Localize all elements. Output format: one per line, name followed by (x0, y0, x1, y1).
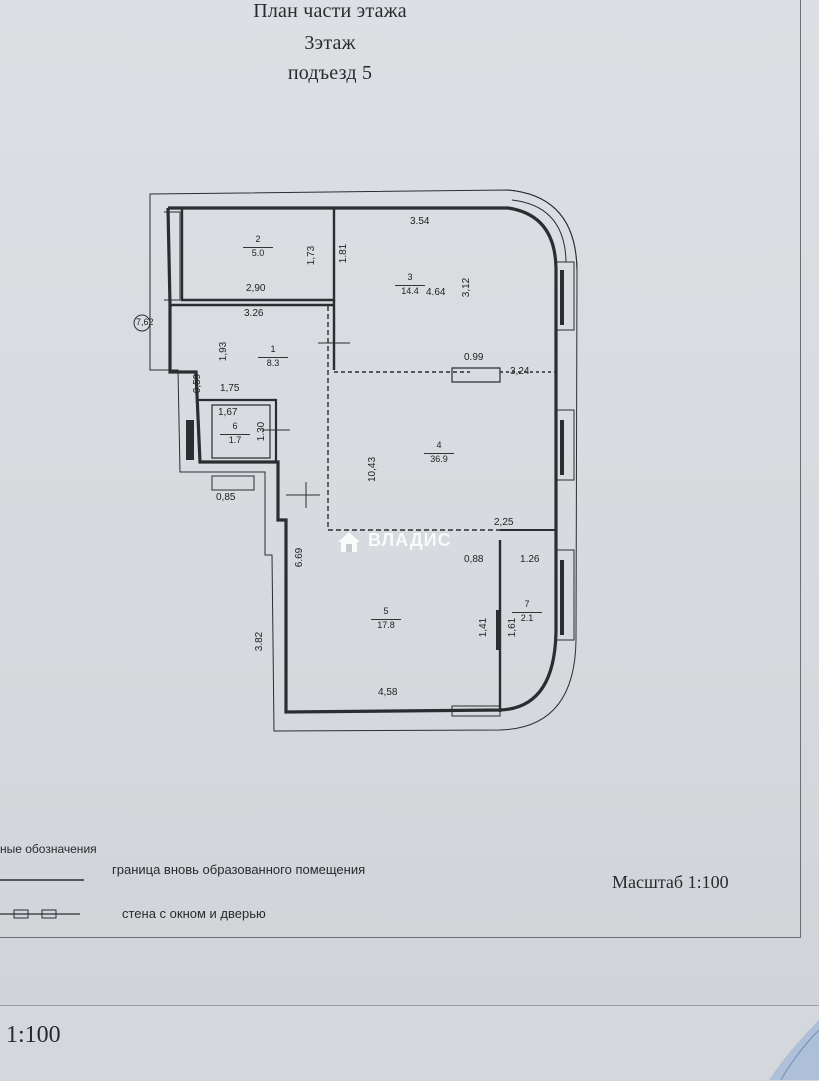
stamp-corner (769, 1020, 819, 1080)
entrance-label: подъезд 5 (287, 62, 373, 84)
dim-1-61: 1,61 (507, 617, 519, 638)
dim-2-90: 2,90 (246, 283, 266, 294)
legend-boundary-text: граница вновь образованного помещения (112, 862, 366, 877)
dim-4-64: 4.64 (426, 287, 446, 298)
dim-1-75: 1,75 (220, 383, 240, 394)
room-3-area: 14.4 (395, 285, 425, 296)
dim-3-54: 3.54 (410, 216, 430, 227)
dim-0-85: 0,85 (216, 492, 236, 503)
dim-3-26: 3.26 (244, 308, 264, 319)
dim-1-81: 1.81 (338, 243, 350, 264)
sheet-frame (0, 0, 801, 938)
room-3-number: 3 (407, 272, 413, 282)
room-4-area: 36.9 (424, 453, 454, 464)
watermark-logo: ВЛАДИС (368, 530, 452, 550)
legend-wall-text: стена с окном и дверью (122, 906, 266, 921)
room-7-number: 7 (524, 599, 530, 609)
dim-0-59: 0,59 (192, 373, 204, 394)
room-6-number: 6 (232, 421, 238, 431)
axis-marker-label: 7,62 (136, 317, 154, 327)
lower-sheet (0, 1005, 819, 1081)
bottom-scale-label: 1:100 (6, 1022, 61, 1048)
room-5-area: 17.8 (371, 619, 401, 630)
dim-1-30: 1.30 (256, 421, 268, 442)
scale-label: Масштаб 1:100 (612, 872, 729, 892)
dim-4-58: 4,58 (378, 687, 398, 698)
dim-10-43: 10,43 (367, 456, 379, 483)
room-2-area: 5.0 (243, 247, 273, 258)
dim-6-69: 6.69 (294, 547, 306, 568)
dim-1-73: 1,73 (306, 245, 318, 266)
floor-label: 3этаж (304, 32, 356, 54)
dim-1-93: 1,93 (218, 341, 230, 362)
dim-0-99: 0.99 (464, 352, 484, 363)
dim-3-24: 3,24 (510, 366, 530, 377)
room-5-number: 5 (383, 606, 389, 616)
room-4-number: 4 (436, 440, 442, 450)
dim-0-88: 0,88 (464, 554, 484, 565)
room-1-number: 1 (270, 344, 276, 354)
floor-plan-drawing (133, 189, 578, 732)
home-logo-icon (338, 532, 360, 552)
room-1-area: 8.3 (258, 357, 288, 368)
room-7-area: 2.1 (512, 612, 542, 623)
room-2-number: 2 (255, 234, 261, 244)
dim-1-26: 1.26 (520, 554, 540, 565)
legend-title: ные обозначения (0, 842, 97, 856)
dim-3-12: 3,12 (461, 277, 473, 298)
room-6-area: 1.7 (220, 434, 250, 445)
dim-3-82: 3.82 (254, 631, 266, 652)
dim-2-25: 2,25 (494, 517, 514, 528)
plan-title: План части этажа (253, 0, 407, 22)
legend-symbols (0, 879, 84, 919)
dim-1-67: 1,67 (218, 407, 238, 418)
dim-1-41: 1,41 (478, 617, 490, 638)
